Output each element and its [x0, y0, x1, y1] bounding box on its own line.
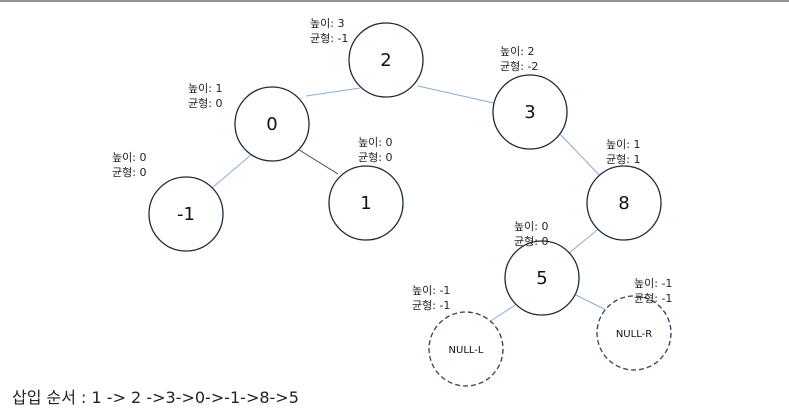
- node-3-value: 3: [524, 102, 535, 123]
- node-0-value: 0: [266, 114, 277, 135]
- node-1-height: 높이: 0: [358, 136, 392, 149]
- edge-5-null-l: [485, 301, 521, 325]
- edge-0-minus1: [211, 153, 253, 189]
- node-null-l-balance: 균형: -1: [412, 299, 450, 312]
- node-null-r-circle: [596, 295, 672, 371]
- node-2-circle: [348, 22, 424, 98]
- insertion-order-text: 삽입 순서 : 1 -> 2 ->3->0->-1->8->5: [12, 388, 299, 407]
- node-8-balance: 균형: 1: [606, 153, 640, 166]
- node-8: 8 높이: 1 균형: 1: [586, 138, 662, 241]
- node-null-l-circle: [428, 311, 504, 387]
- node-null-l-height: 높이: -1: [412, 284, 450, 297]
- edge-0-1: [295, 147, 339, 175]
- edge-3-8: [557, 131, 605, 181]
- node-minus1-value: -1: [177, 204, 195, 225]
- node-3-height: 높이: 2: [500, 45, 534, 58]
- node-null-r-height: 높이: -1: [634, 277, 672, 290]
- node-null-l: NULL-L 높이: -1 균형: -1: [412, 284, 504, 387]
- node-8-value: 8: [618, 193, 629, 214]
- node-0-balance: 균형: 0: [188, 97, 222, 110]
- edge-8-5: [567, 225, 603, 255]
- node-5-height: 높이: 0: [514, 220, 548, 233]
- node-5-value: 5: [536, 268, 547, 289]
- node-2-balance: 균형: -1: [310, 32, 348, 45]
- node-5: 5 높이: 0 균형: 0: [504, 220, 580, 316]
- edge-2-3: [417, 85, 499, 105]
- node-3-circle: [492, 74, 568, 150]
- node-1: 1 높이: 0 균형: 0: [328, 136, 404, 241]
- node-2-height: 높이: 3: [310, 17, 344, 30]
- node-null-l-value: NULL-L: [449, 345, 484, 356]
- node-minus1: -1 높이: 0 균형: 0: [112, 151, 224, 252]
- node-1-circle: [328, 165, 404, 241]
- node-null-r: NULL-R 높이: -1 균형: -1: [596, 277, 672, 371]
- node-8-circle: [586, 165, 662, 241]
- edge-2-0: [305, 87, 361, 97]
- node-null-r-balance: 균형: -1: [634, 292, 672, 305]
- node-1-value: 1: [360, 193, 371, 214]
- node-5-balance: 균형: 0: [514, 235, 548, 248]
- node-8-height: 높이: 1: [606, 138, 640, 151]
- node-0-height: 높이: 1: [188, 82, 222, 95]
- node-0: 0 높이: 1 균형: 0: [188, 82, 310, 162]
- edge-5-null-r: [569, 291, 607, 311]
- node-minus1-circle: [148, 176, 224, 252]
- node-5-circle: [504, 240, 580, 316]
- node-null-r-value: NULL-R: [616, 329, 652, 340]
- node-3: 3 높이: 2 균형: -2: [492, 45, 568, 150]
- node-0-circle: [234, 86, 310, 162]
- node-2: 2 높이: 3 균형: -1: [310, 17, 424, 98]
- node-3-balance: 균형: -2: [500, 60, 538, 73]
- node-2-value: 2: [380, 50, 391, 71]
- node-1-balance: 균형: 0: [358, 151, 392, 164]
- node-minus1-height: 높이: 0: [112, 151, 146, 164]
- node-minus1-balance: 균형: 0: [112, 166, 146, 179]
